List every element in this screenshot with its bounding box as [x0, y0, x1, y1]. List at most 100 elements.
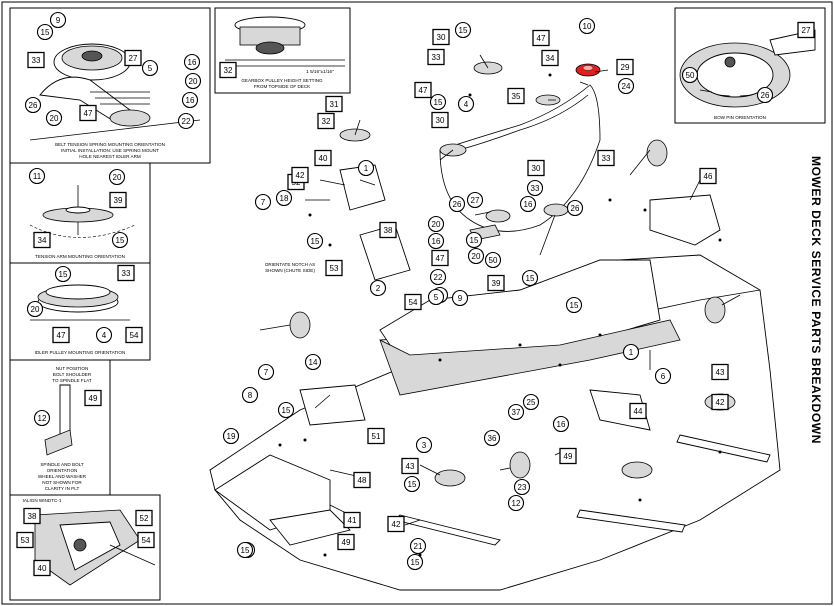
callout-marker [487, 274, 505, 292]
callout-marker [484, 251, 502, 269]
callout-c90: 41 [343, 511, 361, 529]
callout-marker [135, 509, 153, 527]
callout-marker [565, 296, 583, 314]
callout-marker [277, 401, 295, 419]
bottom-left-label: IALIGN WINDTC-1 [23, 498, 62, 503]
callout-c57: 46 [699, 167, 717, 185]
callout-number: 6 [661, 372, 666, 381]
callout-c21: 15 [111, 231, 129, 249]
spindle-center [621, 461, 653, 479]
callout-number: 34 [546, 54, 555, 63]
callout-marker [33, 559, 51, 577]
callout-c81: 6 [654, 367, 672, 385]
callout-marker [36, 23, 54, 41]
callout-c34: 40 [33, 559, 51, 577]
callout-number: 26 [29, 101, 38, 110]
callout-number: 20 [31, 305, 40, 314]
callout-c62: 22 [429, 268, 447, 286]
callout-number: 50 [489, 256, 498, 265]
callout-number: 27 [471, 196, 480, 205]
callout-number: 47 [436, 254, 445, 263]
callout-number: 39 [114, 196, 123, 205]
callout-c97: 16 [552, 415, 570, 433]
inset-belt-tension-note: BELT TENSION SPRING MOUNTING ORIENTATION… [55, 142, 165, 159]
callout-number: 49 [564, 452, 573, 461]
callout-marker [343, 511, 361, 529]
callout-marker [797, 21, 815, 39]
callout-number: 15 [411, 558, 420, 567]
deck-rail [379, 319, 681, 396]
callout-c54: 15 [429, 93, 447, 111]
callout-marker [84, 389, 102, 407]
callout-c82: 1 [622, 343, 640, 361]
callout-c29: 49 [84, 389, 102, 407]
callout-c18: 20 [108, 168, 126, 186]
wheel-right [704, 296, 726, 324]
callout-number: 27 [802, 26, 811, 35]
wheel-top-right [646, 139, 668, 167]
callout-c11: 47 [79, 104, 97, 122]
callout-number: 12 [512, 499, 521, 508]
callout-marker [519, 195, 537, 213]
callout-marker [457, 95, 475, 113]
callout-number: 40 [38, 564, 47, 573]
callout-marker [401, 457, 419, 475]
callout-number: 5 [434, 293, 439, 302]
callout-marker [681, 66, 699, 84]
callout-c105: 15 [406, 553, 424, 571]
callout-marker [387, 515, 405, 533]
callout-marker [117, 264, 135, 282]
callout-number: 15 [282, 406, 291, 415]
callout-number: 5 [148, 64, 153, 73]
callout-number: 15 [311, 237, 320, 246]
callout-c42: 47 [532, 29, 550, 47]
callout-number: 15 [570, 301, 579, 310]
callout-c43: 34 [541, 49, 559, 67]
callout-number: 16 [186, 96, 195, 105]
callout-number: 40 [319, 154, 328, 163]
blade-center [576, 509, 686, 533]
callout-number: 18 [280, 194, 289, 203]
callout-marker [49, 11, 67, 29]
callout-c60: 16 [427, 232, 445, 250]
callout-c28: 12 [33, 409, 51, 427]
callout-c7: 20 [184, 72, 202, 90]
callout-c64: 2 [369, 279, 387, 297]
callout-number: 25 [527, 398, 536, 407]
callout-marker [184, 72, 202, 90]
callout-number: 1 [629, 348, 634, 357]
callout-c102: 15 [403, 475, 421, 493]
callout-number: 26 [571, 204, 580, 213]
callout-marker [432, 28, 450, 46]
callout-number: 38 [384, 226, 393, 235]
callout-marker [526, 179, 544, 197]
callout-marker [467, 247, 485, 265]
callout-marker [414, 81, 432, 99]
callout-marker [404, 293, 422, 311]
callout-c108: 42 [711, 393, 729, 411]
callout-c58: 38 [379, 221, 397, 239]
callout-marker [222, 427, 240, 445]
callout-c2: 15 [36, 23, 54, 41]
gearbox-note-line-2: FROM TOPSIDE OF DECK [254, 84, 311, 89]
callout-number: 53 [330, 264, 339, 273]
callout-marker [559, 447, 577, 465]
callout-marker [33, 231, 51, 249]
callout-number: 30 [436, 116, 445, 125]
callout-marker [699, 167, 717, 185]
callout-c110: 42 [291, 166, 309, 184]
callout-number: 15 [526, 274, 535, 283]
callout-c30: 38 [23, 507, 41, 525]
callout-number: 33 [122, 269, 131, 278]
callout-marker [111, 231, 129, 249]
callout-c85: 8 [241, 386, 259, 404]
callout-c9: 26 [24, 96, 42, 114]
callout-c70: 50 [484, 251, 502, 269]
callout-c101: 43 [401, 457, 419, 475]
callout-c40: 35 [507, 87, 525, 105]
callout-marker [219, 61, 237, 79]
callout-marker [448, 195, 466, 213]
tension-arm-note: TENSION ARM MOUNTING ORIENTATION [35, 254, 125, 259]
callout-marker [109, 191, 127, 209]
